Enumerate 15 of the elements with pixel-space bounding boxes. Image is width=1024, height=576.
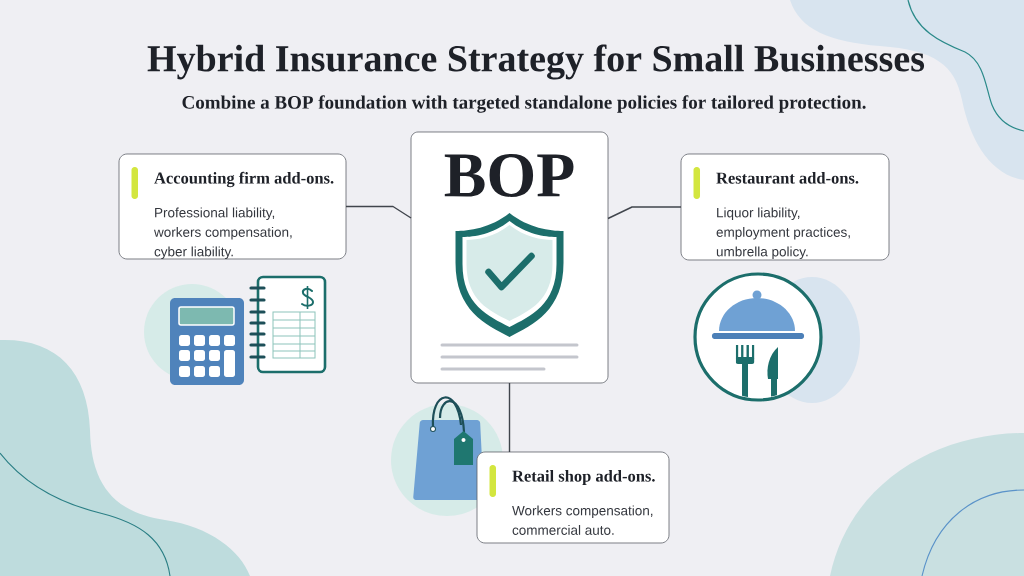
card-heading: Accounting firm add-ons. [154, 171, 334, 188]
card-heading: Restaurant add-ons. [716, 172, 859, 184]
connector-line [345, 205, 412, 219]
info-card [476, 451, 670, 544]
info-card [680, 153, 890, 261]
title: Hybrid Insurance Strategy for Small Businesses [147, 44, 925, 80]
connector-line [607, 206, 682, 220]
card-heading: Retail shop add-ons. [512, 470, 655, 485]
card-title: BOP [444, 154, 574, 197]
card-text: Professional liability, workers compensation, cyber liability. [154, 207, 292, 260]
card-text: Liquor liability, employment practices, umbrella policy. [716, 207, 850, 260]
card-text: Workers compensation, commercial auto. [512, 505, 653, 535]
info-card [118, 153, 347, 260]
subtitle: Combine a BOP foundation with targeted standalone policies for tailored protection. [182, 95, 866, 113]
connector-line [508, 382, 511, 453]
